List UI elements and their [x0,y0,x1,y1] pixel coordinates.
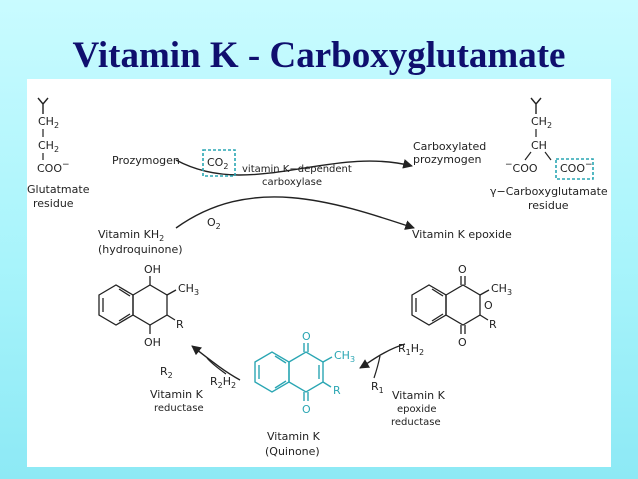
diagram-panel [27,79,611,467]
hydroquinone-structure: OH OH CH3 R [98,263,199,349]
svg-text:OH: OH [144,263,161,276]
o2-label: O2 [207,216,221,231]
enzyme-label-2: carboxylase [262,177,322,188]
epoxide-reductase-label-2: epoxide [397,404,437,415]
glutamate-label: Glutatmate [27,183,90,196]
r1h2-label: R1H2 [398,342,424,357]
r2-label: R2 [160,365,173,380]
gla-label: γ−Carboxyglutamate [490,185,608,198]
svg-text:CH2: CH2 [38,115,59,130]
svg-text:−COO: −COO [505,160,538,175]
reaction-labels: Prozymogen CO2 vitamin K−dependent carbo… [98,140,512,256]
svg-text:R: R [333,384,341,397]
epoxide-reductase-label: Vitamin K [392,389,446,402]
svg-text:R: R [489,318,497,331]
svg-text:O: O [302,330,311,343]
epoxide-structure: O O O CH3 R [411,263,512,349]
carboxylated-label: Carboxylated [413,140,486,153]
vitk-reductase-label-2: reductase [154,403,204,414]
svg-text:COO−: COO− [560,160,593,175]
gla-label-2: residue [528,199,569,212]
svg-text:CH3: CH3 [491,282,512,297]
reductase-arrows [191,343,406,381]
co2-label: CO2 [207,156,228,171]
lower-reaction-labels: R1H2 R1 R2 R2H2 Vitamin K reductase Vita… [150,342,446,458]
r2h2-label: R2H2 [210,375,236,390]
svg-text:CH: CH [531,139,547,152]
prozymogen-label: Prozymogen [112,154,180,167]
carboxylation-arrows [175,159,415,230]
svg-text:CH3: CH3 [334,349,355,364]
svg-text:R: R [176,318,184,331]
new-carboxyl-highlight-box [555,158,594,180]
gla-residue-structure: CH2 CH −COO COO− γ−Carboxyglutamate resi… [490,97,608,212]
epoxide-reductase-label-3: reductase [391,417,441,428]
carboxylated-label-2: prozymogen [413,153,481,166]
quinone-label-2: (Quinone) [265,445,320,458]
enzyme-label: vitamin K−dependent [242,164,352,175]
glutamate-residue-structure: CH2 CH2 COO− Glutatmate residue [27,97,90,210]
slide-title: Vitamin K - Carboxyglutamate [72,35,566,76]
svg-text:O: O [484,299,493,312]
quinone-label: Vitamin K [267,430,321,443]
svg-text:O: O [458,336,467,349]
svg-text:CH2: CH2 [531,115,552,130]
vitamin-kh2-label: Vitamin KH2 [98,228,164,243]
hydroquinone-label: (hydroquinone) [98,243,183,256]
vitk-reductase-label: Vitamin K [150,388,204,401]
svg-text:O: O [458,263,467,276]
vitamin-k-epoxide-label: Vitamin K epoxide [412,228,512,241]
co2-highlight-box [202,149,236,177]
svg-text:COO−: COO− [37,160,70,175]
glutamate-label-2: residue [33,197,74,210]
svg-text:CH3: CH3 [178,282,199,297]
quinone-structure: O O CH3 R [254,330,355,416]
r1-label: R1 [371,380,384,395]
svg-text:CH2: CH2 [38,139,59,154]
svg-text:OH: OH [144,336,161,349]
svg-text:O: O [302,403,311,416]
